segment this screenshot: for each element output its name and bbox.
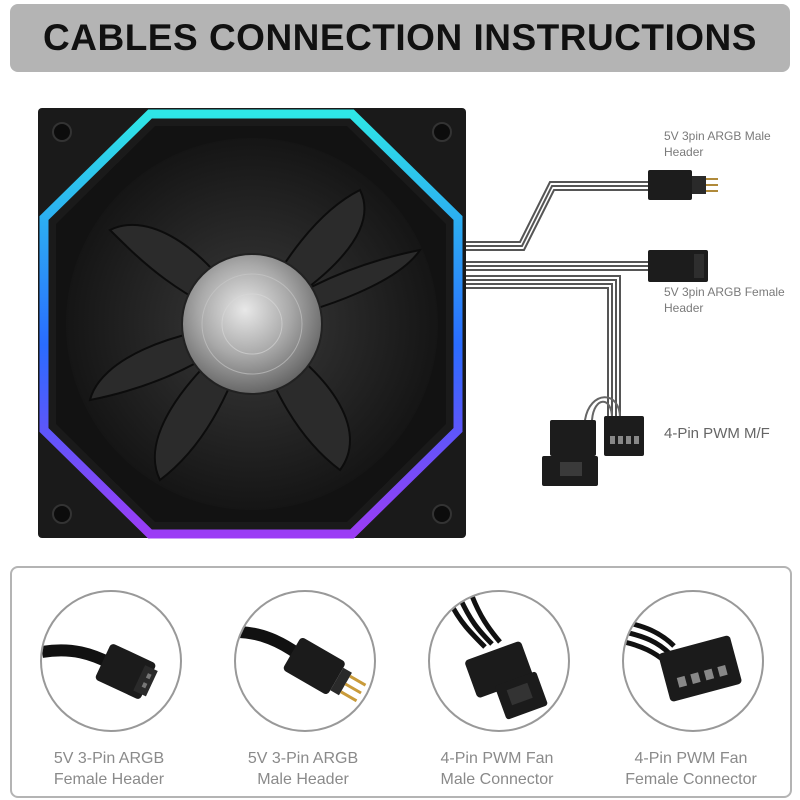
- pwm-female-connector-icon: [622, 590, 764, 732]
- caption-line2: Male Connector: [440, 771, 554, 788]
- caption-line1: 5V 3-Pin ARGB: [53, 750, 165, 767]
- pwm-male-connector: [542, 420, 598, 486]
- cables: [466, 181, 650, 440]
- caption-line1: 5V 3-Pin ARGB: [247, 750, 359, 767]
- caption-line1: 4-Pin PWM Fan: [440, 750, 554, 767]
- argb-male-label-line2: Header: [664, 145, 704, 159]
- fan-frame: [38, 108, 466, 539]
- title-banner: CABLES CONNECTION INSTRUCTIONS: [10, 4, 790, 72]
- caption-line1: 4-Pin PWM Fan: [634, 750, 748, 767]
- argb-male-connector-icon: [234, 590, 376, 732]
- fan-illustration: [38, 108, 718, 539]
- connector-item-argb-female: 5V 3-Pin ARGB Female Header: [12, 568, 206, 796]
- pwm-male-connector-icon: [428, 590, 570, 732]
- connector-caption: 5V 3-Pin ARGB Female Header: [12, 748, 206, 790]
- argb-female-label-line1: 5V 3pin ARGB Female: [664, 285, 785, 299]
- caption-line2: Female Header: [53, 771, 165, 788]
- connector-item-pwm-female: 4-Pin PWM Fan Female Connector: [594, 568, 788, 796]
- connector-panel: 5V 3-Pin ARGB Female Header 5V 3-Pin ARG…: [10, 566, 792, 798]
- argb-female-label-line2: Header: [664, 301, 704, 315]
- argb-female-connector-icon: [40, 590, 182, 732]
- connector-caption: 4-Pin PWM Fan Male Connector: [400, 748, 594, 790]
- caption-line2: Female Connector: [625, 771, 757, 788]
- argb-female-label: 5V 3pin ARGB Female Header: [664, 284, 785, 316]
- connector-caption: 5V 3-Pin ARGB Male Header: [206, 748, 400, 790]
- pwm-female-connector: [604, 416, 644, 456]
- page-title: CABLES CONNECTION INSTRUCTIONS: [43, 17, 757, 58]
- pwm-label: 4-Pin PWM M/F: [664, 425, 770, 442]
- argb-male-header-connector: [648, 170, 718, 200]
- argb-male-label-line1: 5V 3pin ARGB Male: [664, 129, 771, 143]
- connector-item-pwm-male: 4-Pin PWM Fan Male Connector: [400, 568, 594, 796]
- argb-female-header-connector: [648, 250, 708, 282]
- caption-line2: Male Header: [257, 771, 349, 788]
- argb-male-label: 5V 3pin ARGB Male Header: [664, 128, 771, 160]
- connector-caption: 4-Pin PWM Fan Female Connector: [594, 748, 788, 790]
- connector-item-argb-male: 5V 3-Pin ARGB Male Header: [206, 568, 400, 796]
